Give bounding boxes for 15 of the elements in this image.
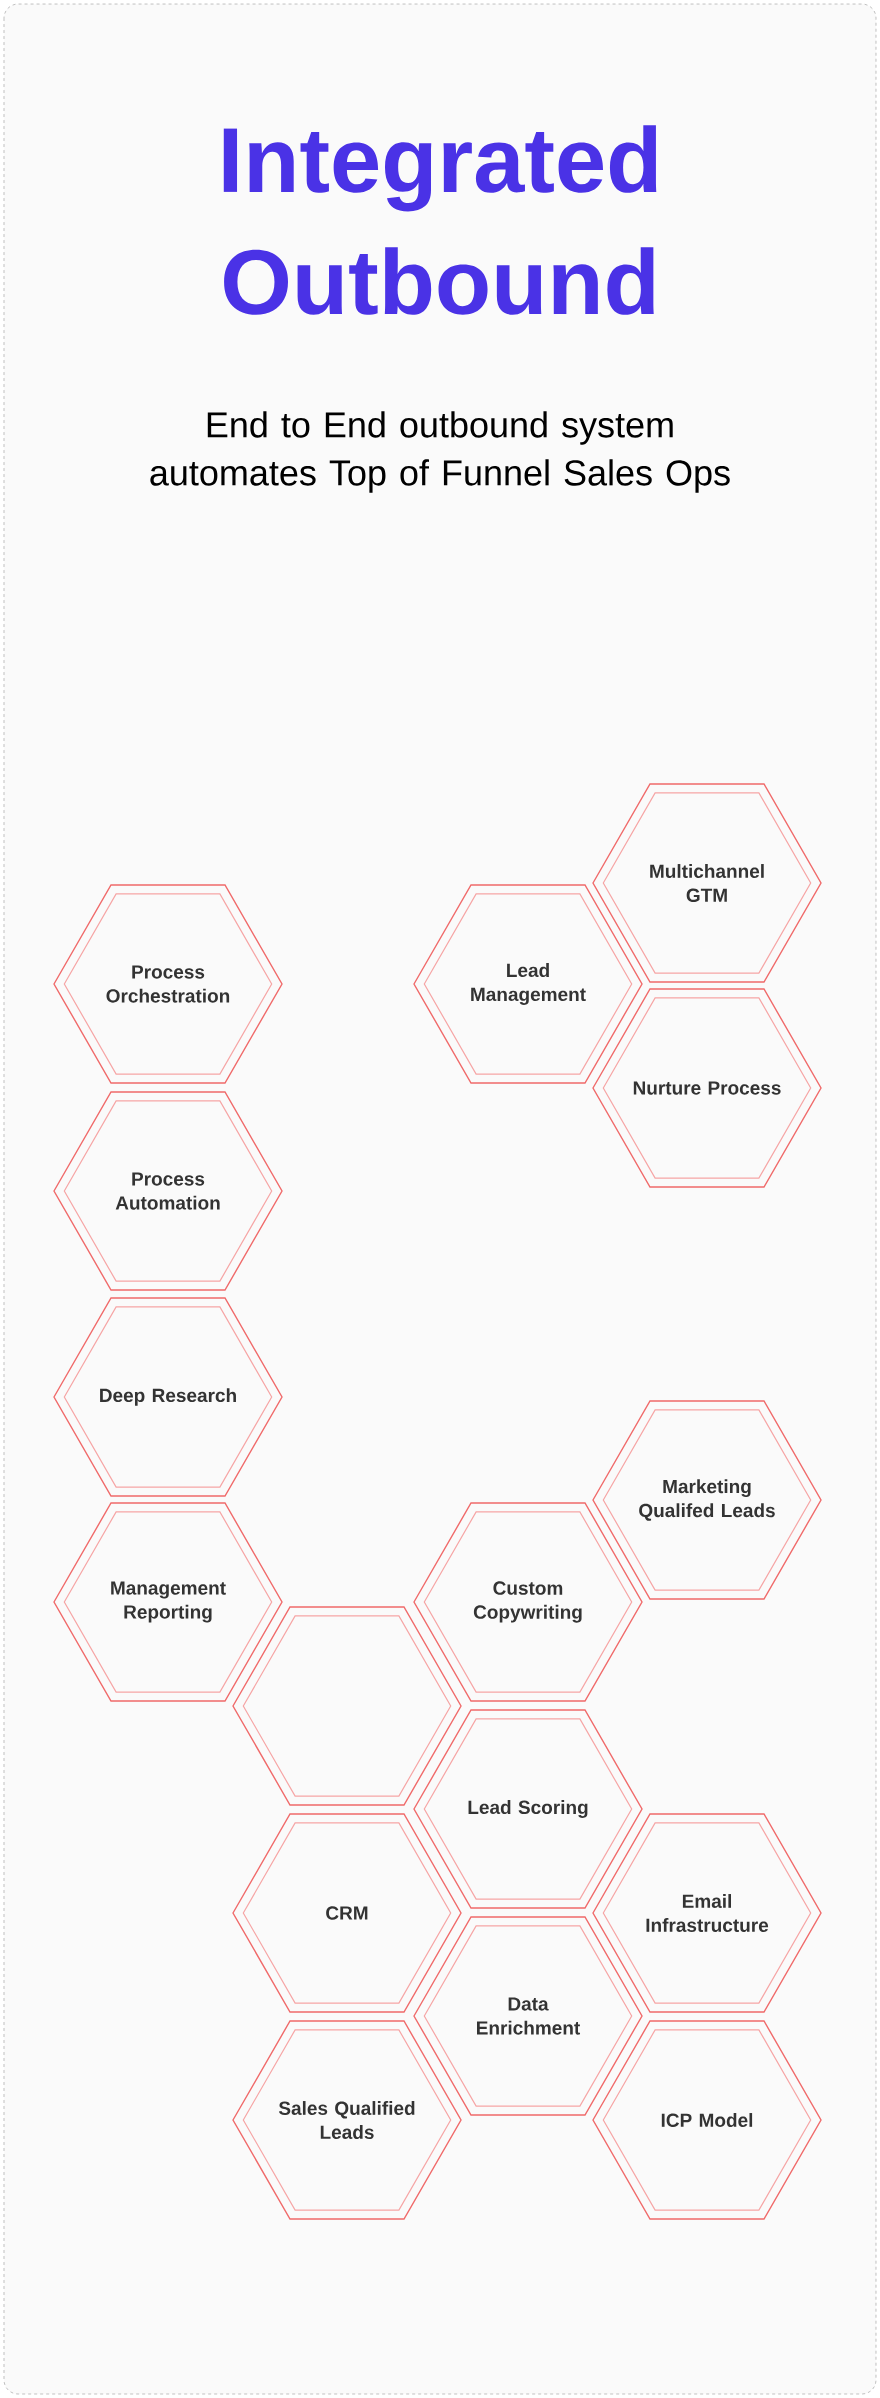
title: Integrated Outbound	[223, 125, 657, 315]
hexagon: ICP Model	[592, 2020, 822, 2220]
hexagon: Sales Qualified Leads	[232, 2020, 462, 2220]
hexagon: Process Orchestration	[53, 884, 283, 1084]
hexagon	[232, 1606, 462, 1806]
hexagon: Marketing Qualifed Leads	[592, 1400, 822, 1600]
hexagon: Multichannel GTM	[592, 783, 822, 983]
hexagon: Email Infrastructure	[592, 1813, 822, 2013]
hexagon: Lead Scoring	[413, 1709, 643, 1909]
hexagon: CRM	[232, 1813, 462, 2013]
hexagon: Management Reporting	[53, 1502, 283, 1702]
subtitle: End to End outbound system automates Top of Funnel Sales Ops	[150, 411, 730, 493]
hexagon: Deep Research	[53, 1297, 283, 1497]
hexagon: Process Automation	[53, 1091, 283, 1291]
hexagon: Nurture Process	[592, 988, 822, 1188]
